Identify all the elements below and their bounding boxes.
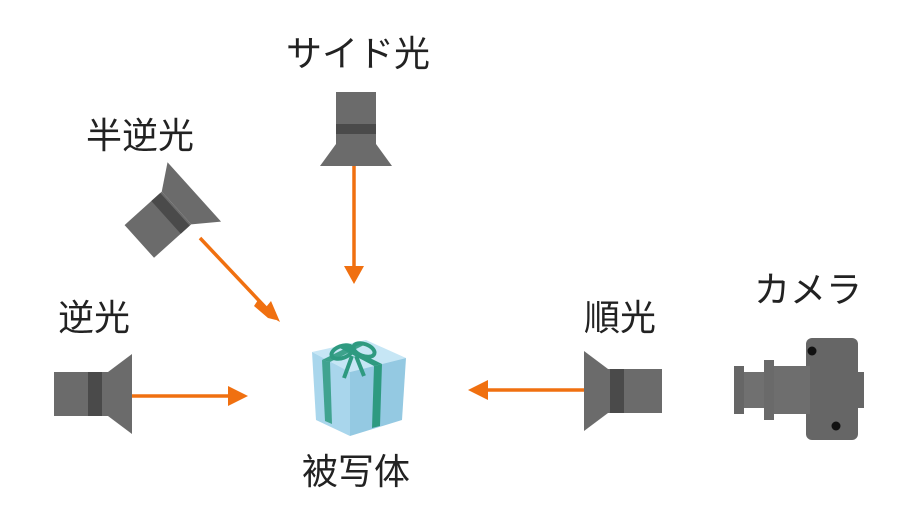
side-light-arrowhead bbox=[344, 266, 364, 284]
gift-box-icon bbox=[312, 340, 406, 436]
back-light-icon bbox=[54, 354, 132, 434]
half-back-light-arrow bbox=[198, 236, 268, 310]
side-light-icon bbox=[320, 92, 392, 166]
half-back-light-icon bbox=[124, 162, 222, 258]
subject-label: 被写体 bbox=[302, 452, 410, 493]
back-light-label: 逆光 bbox=[58, 298, 130, 339]
side-light-label: サイド光 bbox=[286, 34, 430, 75]
back-light-arrowhead bbox=[228, 386, 248, 406]
camera-icon bbox=[734, 338, 864, 440]
front-light-arrowhead bbox=[468, 380, 488, 400]
camera-label: カメラ bbox=[754, 270, 862, 311]
front-light-icon bbox=[584, 351, 662, 431]
front-light-label: 順光 bbox=[584, 298, 656, 339]
half-back-light-label: 半逆光 bbox=[86, 116, 194, 157]
